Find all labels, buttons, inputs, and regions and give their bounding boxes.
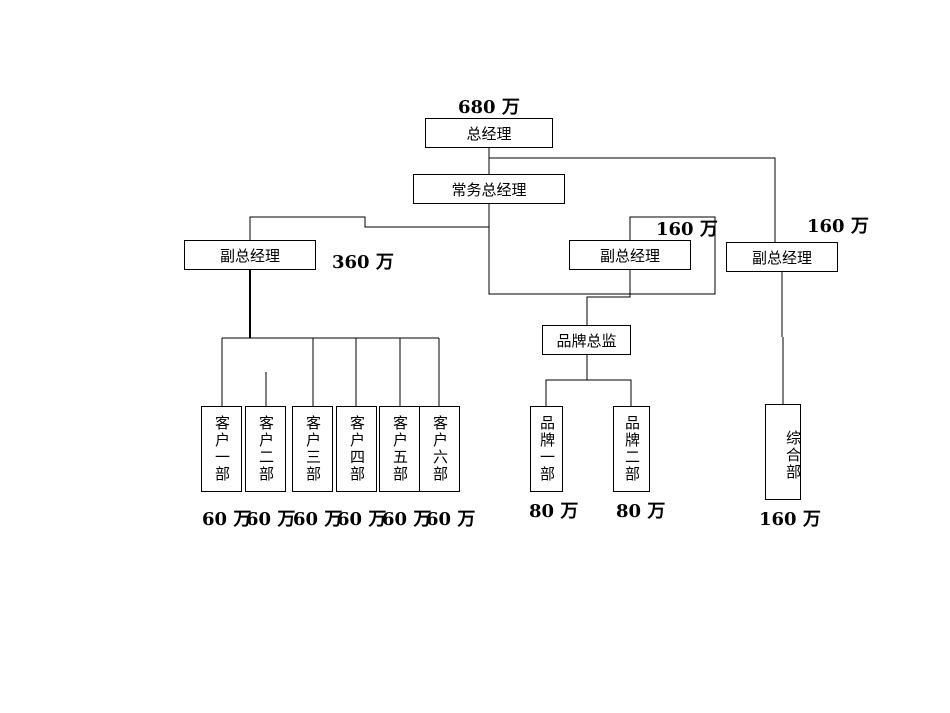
amount-client-dept-4: 60 万 — [337, 509, 387, 530]
node-general-manager: 总经理 — [425, 118, 553, 148]
node-client-dept-3: 客户三部 — [292, 406, 333, 492]
node-general-dept: 综合部 — [765, 404, 802, 500]
amount-vice-gm-left: 360 万 — [332, 252, 394, 273]
amount-general-manager: 680 万 — [458, 97, 520, 118]
node-brand-director: 品牌总监 — [542, 325, 631, 355]
node-vice-gm-middle: 副总经理 — [569, 240, 691, 270]
node-vice-gm-right: 副总经理 — [726, 242, 838, 272]
node-executive-general-manager: 常务总经理 — [413, 174, 565, 204]
amount-client-dept-2: 60 万 — [246, 509, 296, 530]
amount-vice-gm-right: 160 万 — [807, 216, 869, 237]
node-brand-dept-2: 品牌二部 — [613, 406, 650, 492]
node-client-dept-4: 客户四部 — [336, 406, 377, 492]
amount-client-dept-6: 60 万 — [426, 509, 476, 530]
amount-client-dept-5: 60 万 — [382, 509, 432, 530]
amount-general-dept: 160 万 — [759, 509, 821, 530]
node-client-dept-1: 客户一部 — [201, 406, 242, 492]
amount-client-dept-1: 60 万 — [202, 509, 252, 530]
amount-brand-dept-1: 80 万 — [529, 501, 579, 522]
node-vice-gm-left: 副总经理 — [184, 240, 316, 270]
amount-client-dept-3: 60 万 — [293, 509, 343, 530]
node-client-dept-2: 客户二部 — [245, 406, 286, 492]
amount-brand-dept-2: 80 万 — [616, 501, 666, 522]
amount-vice-gm-middle: 160 万 — [656, 219, 718, 240]
node-client-dept-6: 客户六部 — [419, 406, 460, 492]
node-brand-dept-1: 品牌一部 — [530, 406, 563, 492]
node-client-dept-5: 客户五部 — [379, 406, 420, 492]
